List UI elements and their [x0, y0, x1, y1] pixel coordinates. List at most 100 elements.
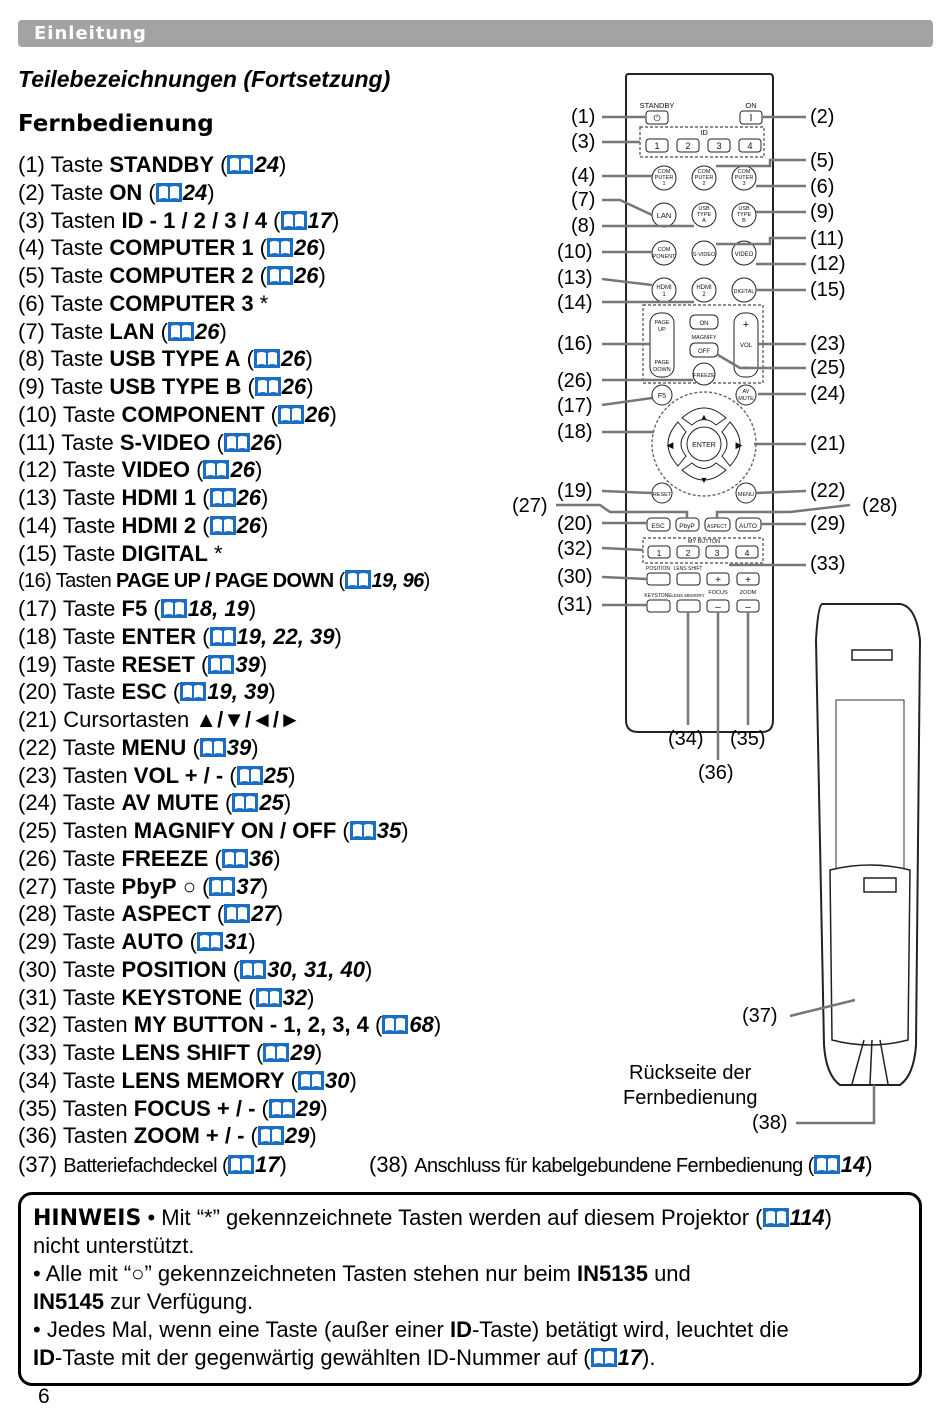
remote-front-body: [625, 73, 774, 733]
book-icon[interactable]: [196, 931, 223, 951]
svg-text:COM: COM: [658, 247, 671, 253]
computer-1-button[interactable]: [651, 165, 677, 191]
book-icon[interactable]: [232, 792, 259, 813]
callout-28: (28): [862, 495, 898, 517]
zoom-plus-button[interactable]: [736, 572, 760, 586]
book-icon[interactable]: [209, 487, 236, 507]
book-icon[interactable]: [209, 876, 236, 896]
svg-text:PUTER: PUTER: [695, 175, 714, 181]
my-button-1[interactable]: [647, 545, 671, 559]
component-button[interactable]: [651, 240, 677, 266]
book-icon[interactable]: [267, 237, 294, 258]
book-icon[interactable]: [349, 820, 376, 840]
book-icon[interactable]: [267, 265, 294, 285]
magnify-off-button[interactable]: [689, 342, 719, 358]
book-icon[interactable]: [227, 154, 254, 174]
id-4-button[interactable]: [738, 138, 762, 153]
book-icon[interactable]: [224, 903, 251, 924]
svg-text:1: 1: [662, 292, 666, 298]
book-icon[interactable]: [297, 1070, 324, 1090]
list-item: (4) Taste COMPUTER 1 (26): [18, 235, 326, 261]
leader-lines: [556, 115, 876, 1125]
book-icon[interactable]: [253, 348, 280, 369]
book-icon[interactable]: [167, 321, 194, 341]
focus-plus-button[interactable]: [706, 572, 730, 586]
id-1-button[interactable]: [645, 138, 669, 153]
keystone-button[interactable]: [646, 599, 671, 613]
book-icon[interactable]: [257, 1125, 284, 1146]
book-icon[interactable]: [278, 404, 304, 424]
my-button-4[interactable]: [735, 545, 759, 559]
book-icon[interactable]: [280, 210, 307, 230]
book-icon[interactable]: [180, 681, 207, 702]
esc-button[interactable]: [646, 517, 671, 532]
svg-text:ON: ON: [700, 321, 709, 327]
my-button-label: MY BUTTON: [688, 539, 720, 545]
book-icon[interactable]: [382, 1014, 409, 1035]
svg-text:⏻: ⏻: [653, 113, 660, 123]
usb-type-a-button[interactable]: [691, 202, 717, 228]
list-item: (30) Taste POSITION (30, 31, 40): [18, 956, 373, 982]
callout-36: (36): [698, 762, 734, 784]
s-video-button[interactable]: [691, 240, 717, 266]
magnify-on-button[interactable]: [689, 314, 719, 330]
svg-text:▲: ▲: [700, 412, 709, 422]
svg-text:F5: F5: [658, 393, 666, 400]
book-icon[interactable]: [590, 1347, 617, 1367]
book-icon[interactable]: [813, 1154, 840, 1174]
hdmi-2-button[interactable]: [691, 277, 717, 303]
cursor-right-button[interactable]: [721, 421, 741, 467]
list-item: (7) Taste LAN (26): [18, 318, 227, 344]
my-button-3[interactable]: [705, 545, 729, 559]
book-icon[interactable]: [236, 765, 263, 785]
f5-button[interactable]: [651, 384, 673, 406]
book-icon[interactable]: [209, 515, 236, 535]
my-button-2[interactable]: [676, 545, 700, 559]
book-icon[interactable]: [203, 459, 230, 480]
lens-memory-button[interactable]: [676, 599, 701, 613]
list-item-38: (38) Anschluss für kabelgebundene Fernbe…: [369, 1152, 873, 1177]
book-icon[interactable]: [208, 654, 235, 674]
svg-text:–: –: [715, 602, 721, 613]
enter-button[interactable]: [686, 426, 722, 462]
computer-2-button[interactable]: [691, 165, 717, 191]
id-2-button[interactable]: [676, 138, 700, 153]
svg-text:MUTE: MUTE: [738, 396, 754, 402]
list-item: (21) Cursortasten ▲/▼/◄/►: [18, 707, 301, 732]
list-item: (27) Taste PbyP ○ (37): [18, 873, 269, 899]
svg-text:TYPE: TYPE: [737, 212, 752, 218]
book-icon[interactable]: [263, 1042, 290, 1062]
book-icon[interactable]: [223, 432, 250, 452]
book-icon[interactable]: [762, 1207, 789, 1227]
video-button[interactable]: [731, 240, 757, 266]
book-icon[interactable]: [160, 598, 187, 618]
cursor-down-button[interactable]: [681, 462, 727, 481]
book-icon[interactable]: [209, 626, 236, 646]
freeze-button[interactable]: [692, 362, 716, 386]
cursor-left-button[interactable]: [667, 421, 687, 467]
id-3-button[interactable]: [707, 138, 731, 153]
note-line-5: • Jedes Mal, wenn eine Taste (außer eine…: [33, 1317, 789, 1342]
callout-26: (26): [557, 370, 593, 392]
book-icon[interactable]: [155, 182, 182, 202]
book-icon[interactable]: [344, 570, 371, 590]
callout-30: (30): [557, 566, 593, 588]
book-icon[interactable]: [268, 1098, 295, 1118]
av-mute-button[interactable]: [735, 384, 757, 406]
book-icon[interactable]: [240, 959, 267, 979]
book-icon[interactable]: [254, 376, 281, 396]
book-icon[interactable]: [255, 987, 282, 1007]
book-icon[interactable]: [221, 848, 248, 868]
standby-label: STANDBY: [640, 101, 675, 110]
cursor-up-button[interactable]: [681, 407, 727, 426]
usb-type-b-button[interactable]: [731, 202, 757, 228]
position-button[interactable]: [646, 572, 671, 586]
book-icon[interactable]: [228, 1154, 255, 1174]
note-box: HINWEIS • Mit “*” gekennzeichnete Tasten…: [18, 1192, 922, 1386]
svg-text:POSITION: POSITION: [646, 566, 670, 572]
lens-shift-button[interactable]: [676, 572, 701, 586]
list-item: (5) Taste COMPUTER 2 (26): [18, 263, 326, 288]
book-icon[interactable]: [199, 737, 226, 757]
list-item: (22) Taste MENU (39): [18, 734, 259, 760]
